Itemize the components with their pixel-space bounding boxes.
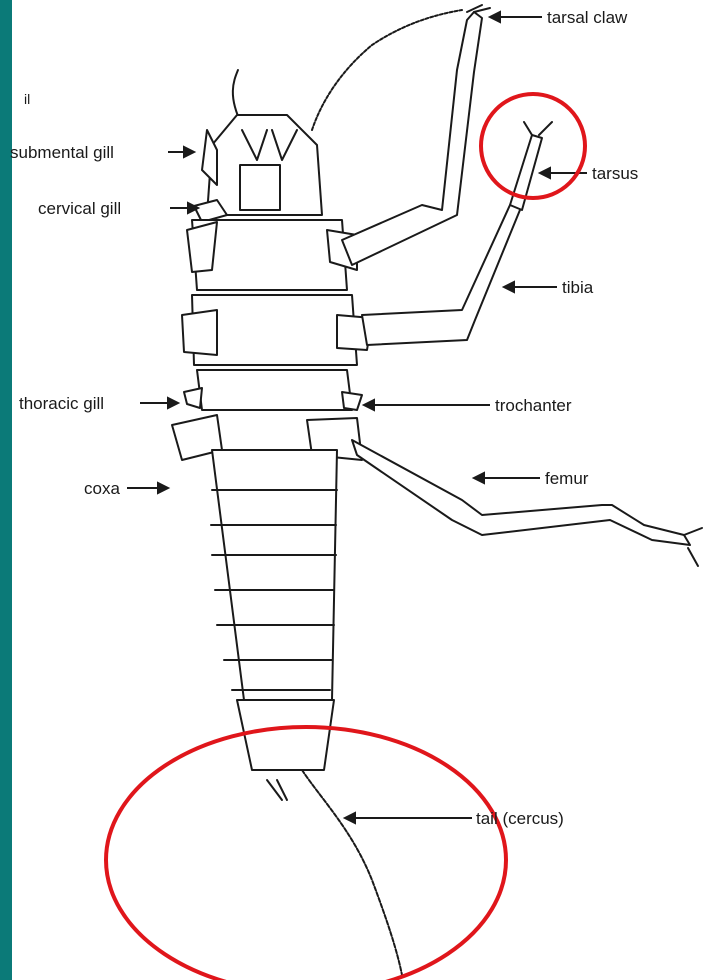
submental-gill-label: submental gill: [10, 144, 114, 161]
femur-label: femur: [545, 470, 588, 487]
coxa-label: coxa: [84, 480, 120, 497]
submental-gill-shape: [202, 130, 217, 185]
diagram-canvas: tarsal claw il submental gill cervical g…: [12, 0, 713, 980]
cervical-gill-label: cervical gill: [38, 200, 121, 217]
tarsus-label: tarsus: [592, 165, 638, 182]
tibia-label: tibia: [562, 279, 593, 296]
trochanter-label: trochanter: [495, 397, 572, 414]
stray-mark-label: il: [24, 92, 30, 106]
abdomen: [212, 450, 337, 700]
right-antenna: [312, 10, 462, 130]
metanotum: [197, 370, 352, 410]
tail-cercus-label: tail (cercus): [476, 810, 564, 827]
thoracic-gill-shape: [184, 388, 202, 408]
cercus: [302, 770, 402, 975]
thoracic-gill-label: thoracic gill: [19, 395, 104, 412]
tarsal-claw-label: tarsal claw: [547, 9, 627, 26]
front-leg: [342, 12, 482, 265]
hind-leg: [352, 440, 690, 545]
